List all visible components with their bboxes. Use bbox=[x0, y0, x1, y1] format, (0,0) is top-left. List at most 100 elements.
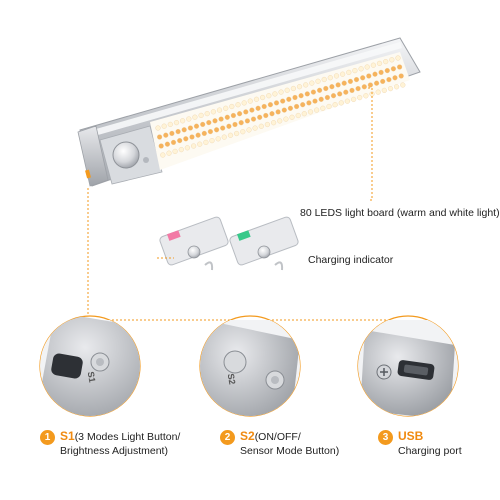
led-dot bbox=[212, 118, 218, 124]
led-dot bbox=[246, 127, 252, 133]
led-dot bbox=[183, 136, 189, 142]
led-dot bbox=[186, 116, 192, 122]
led-dot bbox=[364, 64, 370, 70]
led-dot bbox=[394, 84, 400, 90]
led-dot bbox=[303, 82, 309, 88]
led-dot bbox=[232, 121, 238, 128]
led-dot bbox=[195, 132, 201, 138]
led-dot bbox=[389, 57, 395, 63]
feature-name: S2 bbox=[240, 429, 255, 443]
led-dot bbox=[243, 109, 249, 115]
led-dot bbox=[203, 139, 209, 145]
led-dot bbox=[187, 125, 193, 131]
led-dot bbox=[255, 105, 261, 111]
led-dot bbox=[189, 134, 195, 140]
led-dot bbox=[240, 129, 246, 135]
led-dot bbox=[378, 69, 384, 75]
led-dot bbox=[155, 125, 161, 131]
led-dot bbox=[266, 93, 272, 99]
feature-desc-line2: Brightness Adjustment) bbox=[60, 445, 168, 457]
led-dot bbox=[320, 105, 326, 111]
led-dot bbox=[281, 107, 287, 113]
feature-caption: USB Charging port bbox=[398, 429, 462, 458]
led-dot bbox=[258, 123, 264, 129]
led-dot bbox=[197, 141, 203, 147]
led-dot bbox=[277, 118, 283, 124]
detail-circle-s1 bbox=[39, 315, 141, 417]
led-dot bbox=[386, 77, 392, 83]
led-dot bbox=[216, 107, 223, 113]
led-dot bbox=[264, 121, 270, 128]
led-dot bbox=[249, 107, 255, 113]
led-dot bbox=[157, 134, 163, 140]
led-dot bbox=[310, 89, 316, 95]
led-dot bbox=[317, 87, 323, 93]
feature-caption: S2(ON/OFF/ Sensor Mode Button) bbox=[240, 429, 339, 458]
led-dot bbox=[355, 86, 361, 92]
led-dot bbox=[324, 94, 330, 101]
led-dot bbox=[275, 109, 281, 115]
led-dot bbox=[374, 80, 380, 86]
led-dot bbox=[300, 102, 306, 108]
feature-number: 2 bbox=[220, 430, 235, 445]
led-dot bbox=[309, 80, 315, 86]
led-dot bbox=[306, 100, 312, 106]
led-dot bbox=[230, 112, 236, 119]
led-dot bbox=[283, 116, 289, 122]
led-dot bbox=[360, 75, 366, 81]
led-dot bbox=[206, 120, 212, 126]
led-dot bbox=[398, 73, 404, 79]
led-dot bbox=[273, 100, 280, 106]
led-dot bbox=[333, 73, 340, 79]
feature-name: USB bbox=[398, 429, 424, 443]
led-dot bbox=[238, 120, 244, 126]
led-dot bbox=[289, 114, 295, 120]
led-dot bbox=[366, 73, 372, 79]
led-dot bbox=[177, 138, 183, 144]
feature-desc-line1: (ON/OFF/ bbox=[254, 431, 301, 443]
led-dot bbox=[278, 89, 284, 95]
led-dot bbox=[224, 114, 230, 120]
detail-circle-usb bbox=[357, 315, 459, 417]
led-dot bbox=[321, 76, 327, 83]
led-dot bbox=[223, 105, 229, 111]
led-dot bbox=[397, 64, 403, 70]
led-dot bbox=[241, 100, 247, 106]
led-dot bbox=[178, 147, 184, 153]
led-dot bbox=[392, 75, 398, 81]
led-dot bbox=[193, 123, 200, 129]
led-dot bbox=[210, 109, 216, 115]
led-dot bbox=[363, 93, 369, 99]
led-dot bbox=[340, 71, 346, 77]
led-dot bbox=[252, 125, 258, 131]
led-dot bbox=[167, 121, 173, 127]
led-dot bbox=[163, 132, 169, 138]
led-dot bbox=[347, 78, 353, 84]
led-dot bbox=[312, 98, 318, 104]
led-dot bbox=[290, 85, 296, 92]
led-dot bbox=[395, 55, 401, 61]
led-dot bbox=[272, 91, 278, 97]
led-dot bbox=[315, 78, 321, 84]
led-dot bbox=[353, 77, 360, 83]
led-dot bbox=[326, 103, 332, 110]
led-dot bbox=[390, 66, 396, 72]
led-dot bbox=[295, 112, 301, 119]
detail-circle-s2 bbox=[199, 315, 301, 417]
led-dot bbox=[263, 112, 269, 119]
led-dot bbox=[349, 87, 355, 93]
led-dot bbox=[169, 130, 175, 136]
led-dot bbox=[357, 95, 363, 101]
led-dot bbox=[181, 127, 187, 133]
led-dot bbox=[204, 111, 210, 117]
led-dot bbox=[346, 69, 352, 75]
led-dot bbox=[304, 91, 310, 97]
feature-desc-line2: Sensor Mode Button) bbox=[240, 445, 340, 457]
led-dot bbox=[352, 68, 358, 74]
led-dot bbox=[314, 107, 320, 113]
led-dot bbox=[237, 111, 243, 117]
led-dot bbox=[298, 93, 304, 99]
led-dot bbox=[175, 129, 181, 135]
led-dot bbox=[257, 114, 263, 120]
